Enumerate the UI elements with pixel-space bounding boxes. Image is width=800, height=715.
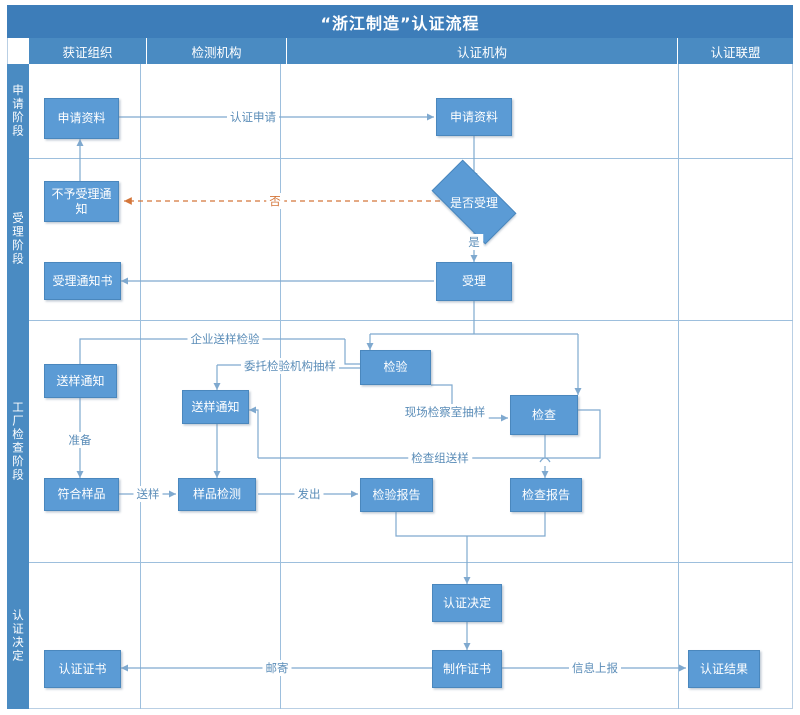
- lane-divider-3: [678, 64, 679, 709]
- edge-label-mail: 邮寄: [262, 660, 292, 676]
- column-header-row: 获证组织 检测机构 认证机构 认证联盟: [7, 38, 793, 64]
- edge-label-inspect-group: 检查组送样: [408, 450, 472, 466]
- stage-label-apply: 申请阶段: [11, 84, 25, 138]
- column-header-test: 检测机构: [147, 38, 287, 64]
- node-sample-notice-test[interactable]: 送样通知: [182, 390, 249, 424]
- node-check-report[interactable]: 检查报告: [510, 478, 582, 512]
- stage-label-factory: 工厂检查阶段: [11, 400, 25, 482]
- stage-band: [7, 64, 29, 709]
- column-header-alliance: 认证联盟: [678, 38, 793, 64]
- stage-divider-3: [29, 562, 793, 563]
- node-cert-decision[interactable]: 认证决定: [432, 584, 502, 622]
- column-header-cert: 认证机构: [287, 38, 678, 64]
- node-make-cert[interactable]: 制作证书: [432, 650, 502, 688]
- stage-divider-2: [29, 320, 793, 321]
- node-is-accept[interactable]: 是否受理: [431, 159, 517, 245]
- lane-divider-2: [280, 64, 281, 709]
- stage-divider-1: [29, 158, 793, 159]
- node-inspect[interactable]: 检验: [360, 350, 431, 385]
- node-accept[interactable]: 受理: [436, 262, 512, 301]
- node-check[interactable]: 检查: [510, 395, 578, 435]
- node-accept-notice[interactable]: 受理通知书: [44, 262, 121, 300]
- stage-label-accept: 受理阶段: [11, 212, 25, 266]
- diamond-label: 是否受理: [449, 195, 498, 210]
- node-apply-doc-cert[interactable]: 申请资料: [436, 98, 512, 136]
- edge-label-yes: 是: [465, 234, 483, 250]
- node-cert-result[interactable]: 认证结果: [688, 650, 760, 688]
- node-apply-doc-org[interactable]: 申请资料: [44, 98, 119, 139]
- node-sample-notice-org[interactable]: 送样通知: [44, 364, 117, 398]
- column-header-org: 获证组织: [29, 38, 147, 64]
- stage-label-decision: 认证决定: [11, 608, 25, 663]
- edge-label-report-up: 信息上报: [569, 660, 621, 676]
- node-inspect-report[interactable]: 检验报告: [360, 478, 433, 512]
- edge-label-cert-application: 认证申请: [227, 109, 279, 125]
- node-cert-issue[interactable]: 认证证书: [44, 650, 121, 688]
- edge-label-no: 否: [266, 193, 284, 209]
- edge-label-onsite-sampling: 现场检察室抽样: [401, 404, 489, 420]
- node-sample-test[interactable]: 样品检测: [178, 478, 256, 511]
- edge-label-send-sample: 送样: [133, 486, 163, 502]
- node-qualified-sample[interactable]: 符合样品: [44, 478, 119, 511]
- edge-label-issue: 发出: [294, 486, 324, 502]
- edge-label-enterprise-sample: 企业送样检验: [187, 331, 263, 347]
- node-reject-notice[interactable]: 不予受理通知: [44, 181, 119, 222]
- edge-label-entrust-sampling: 委托检验机构抽样: [241, 358, 339, 374]
- edge-label-prepare: 准备: [65, 432, 95, 448]
- page-title: “浙江制造”认证流程: [7, 5, 793, 38]
- lane-divider-1: [140, 64, 141, 709]
